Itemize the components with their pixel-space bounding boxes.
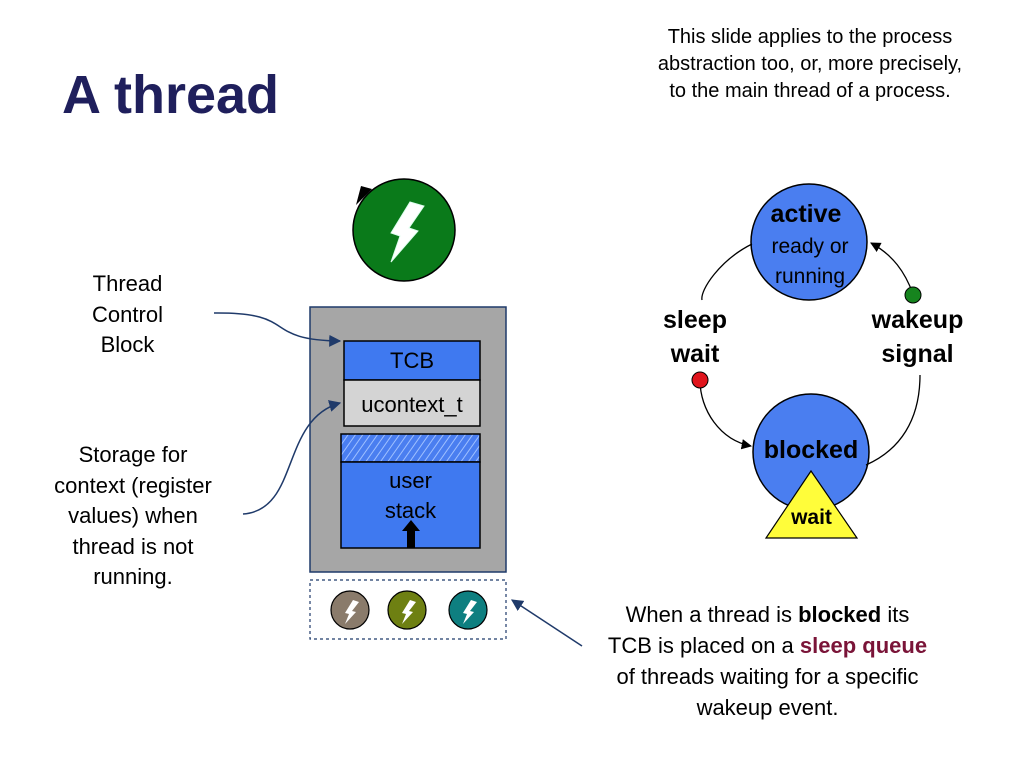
queued-thread xyxy=(387,590,427,630)
note-text: TCB is placed on a xyxy=(607,633,800,658)
slide-note-line: abstraction too, or, more precisely, xyxy=(657,53,963,75)
sleep-queue-box xyxy=(309,579,507,640)
slide-note-line: to the main thread of a process. xyxy=(669,80,951,102)
wait-triangle xyxy=(764,469,859,539)
storage-label-line: context (register xyxy=(54,472,212,498)
wait-label: wait xyxy=(791,506,832,529)
lightning-bolt-icon xyxy=(390,201,425,263)
tcb-label: Thread Control Block xyxy=(70,269,185,361)
note-text: When a thread is xyxy=(625,602,799,627)
user-stack-text: user stack xyxy=(341,466,480,526)
wakeup-transition-upper xyxy=(870,242,914,295)
sleep-queue-note: When a thread is blocked its TCB is plac… xyxy=(570,599,965,723)
storage-label-line: running. xyxy=(93,564,173,589)
slide-title: A thread xyxy=(62,65,280,125)
sleep-dot xyxy=(691,371,709,389)
note-line-3: of threads waiting for a specific xyxy=(616,664,919,689)
lightning-bolt-icon xyxy=(402,600,416,624)
ucontext-text: ucontext_t xyxy=(361,392,463,417)
tcb-connector xyxy=(213,312,342,347)
note-line-1: When a thread is blocked its xyxy=(570,599,965,630)
wakeup-dot xyxy=(904,286,922,304)
wakeup-transition xyxy=(865,374,921,466)
user-stack-line: user xyxy=(389,468,432,493)
sleep-queue-connector xyxy=(510,599,583,647)
user-stack-line: stack xyxy=(384,498,437,523)
lightning-bolt-icon xyxy=(345,600,359,624)
sleep-label-line: wait xyxy=(670,340,720,368)
tcb-label-line: Control xyxy=(92,301,163,327)
note-text: its xyxy=(881,602,910,627)
slide-note: This slide applies to the process abstra… xyxy=(620,24,1000,105)
stack-pointer-icon xyxy=(402,520,420,548)
note-line-4: wakeup event. xyxy=(696,695,839,720)
tcb-label-line: Thread xyxy=(92,271,163,296)
wakeup-label-line: signal xyxy=(881,340,954,368)
queued-thread xyxy=(448,590,488,630)
note-line-2: TCB is placed on a sleep queue xyxy=(570,630,965,661)
queued-thread xyxy=(330,590,370,630)
sleep-label: sleep wait xyxy=(640,303,750,371)
note-sleep-queue: sleep queue xyxy=(799,633,928,658)
active-state xyxy=(750,183,868,301)
storage-label: Storage for context (register values) wh… xyxy=(30,440,236,593)
note-blocked: blocked xyxy=(798,602,882,627)
sleep-transition-lower xyxy=(699,379,753,450)
sleep-transition xyxy=(701,243,753,301)
stack-hatch xyxy=(340,433,481,463)
sleep-label-line: sleep xyxy=(663,306,727,334)
rotation-arrow-icon xyxy=(356,186,372,205)
tcb-label-line: Block xyxy=(100,332,155,357)
tcb-text: TCB xyxy=(390,348,434,373)
wakeup-label: wakeup signal xyxy=(855,303,980,371)
storage-label-line: thread is not xyxy=(72,533,194,559)
ucontext-connector xyxy=(242,400,342,515)
storage-label-line: values) when xyxy=(68,503,198,528)
active-sub-line: running xyxy=(774,265,846,288)
ucontext-box xyxy=(343,379,481,427)
running-thread xyxy=(352,178,456,282)
wakeup-label-line: wakeup xyxy=(871,306,964,334)
blocked-label: blocked xyxy=(763,436,859,464)
lightning-bolt-icon xyxy=(463,600,477,624)
active-sub-label: ready or running xyxy=(752,232,868,292)
slide-note-line: This slide applies to the process xyxy=(667,26,953,48)
storage-label-line: Storage for xyxy=(78,442,188,467)
active-sub-line: ready or xyxy=(771,235,849,258)
active-label: active xyxy=(770,200,842,228)
